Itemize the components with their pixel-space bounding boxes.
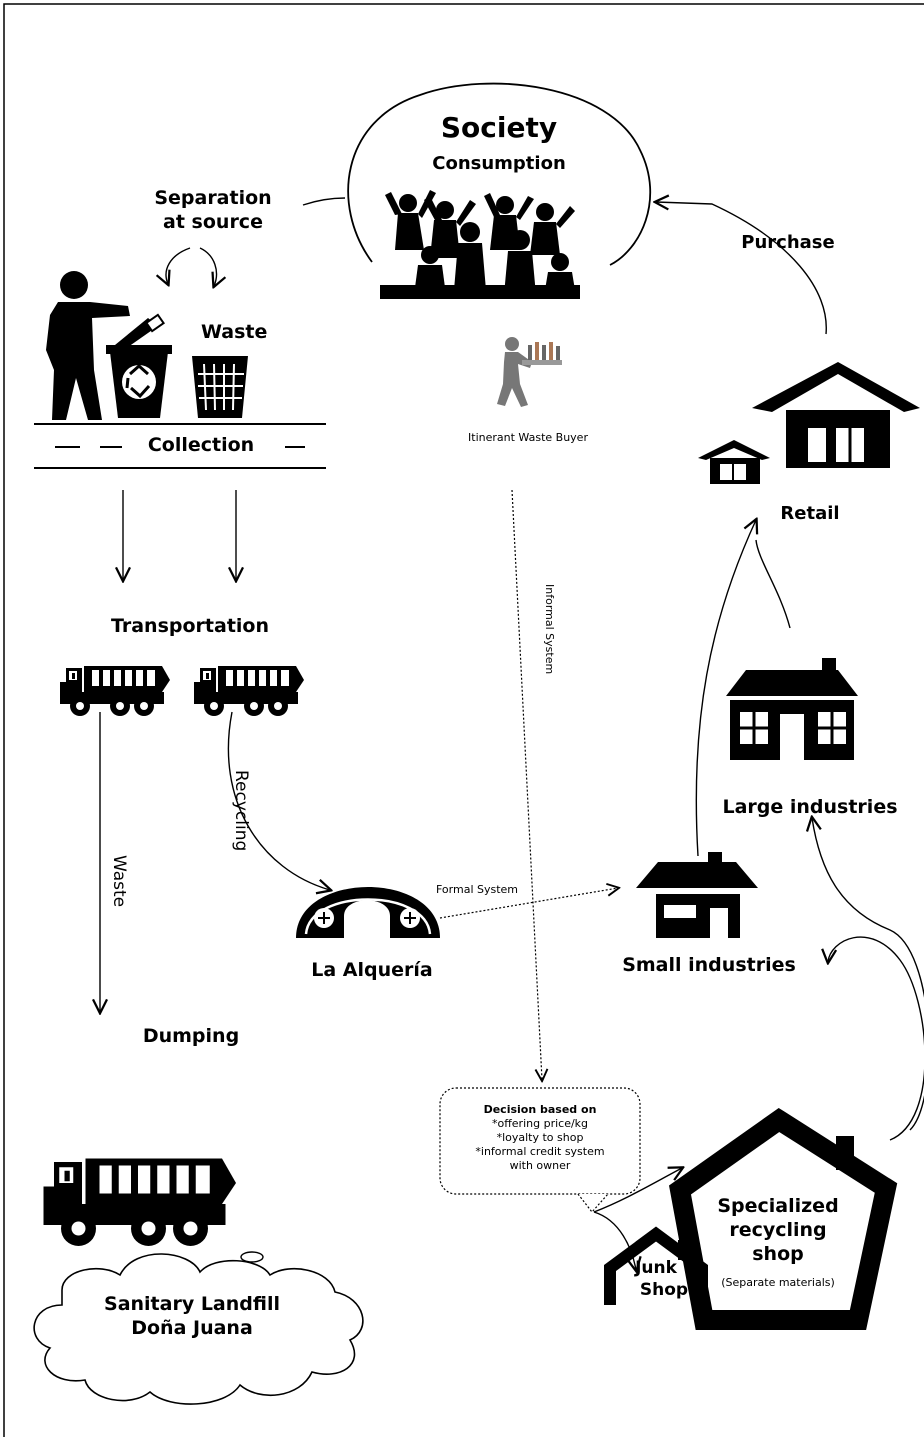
separation-label-line2: at source <box>163 211 263 233</box>
large-industries-label: Large industries <box>722 796 898 818</box>
workshop-icon <box>604 1226 708 1305</box>
specialized-label-line3: shop <box>752 1243 804 1265</box>
dump-truck-icon <box>43 1158 236 1246</box>
itinerant-buyer-label: Itinerant Waste Buyer <box>468 431 588 444</box>
society-label: Society <box>440 111 558 144</box>
consumption-label: Consumption <box>432 153 566 174</box>
transportation-label: Transportation <box>110 615 270 637</box>
specialized-label-line1: Specialized <box>717 1195 839 1217</box>
junk-shop-label-line1: Junk <box>635 1258 677 1278</box>
waste-bin-label: Waste <box>201 321 268 343</box>
factory-icon <box>636 852 758 938</box>
recycle-bin-icon <box>106 313 172 418</box>
retail-label: Retail <box>780 503 840 524</box>
decision-line: *offering price/kg <box>491 1117 589 1130</box>
junk-shop-label-line2: Shop <box>639 1280 689 1300</box>
purchase-label: Purchase <box>741 232 835 253</box>
decision-title: Decision based on <box>483 1103 597 1116</box>
waste-edge-label: Waste <box>109 855 129 908</box>
person-throwing-trash-icon <box>46 271 130 420</box>
formal-system-label: Formal System <box>436 883 519 896</box>
factory-icon <box>726 658 858 760</box>
specialized-label-line2: recycling <box>729 1219 827 1241</box>
people-crowd-icon <box>380 190 580 299</box>
decision-line: *informal credit system <box>475 1145 605 1158</box>
dumping-label: Dumping <box>142 1025 240 1047</box>
waste-bin-icon <box>192 356 248 418</box>
informal-system-label: Informal System <box>543 584 556 675</box>
landfill-label-line2: Doña Juana <box>131 1317 253 1339</box>
small-industries-label: Small industries <box>622 954 796 976</box>
dome-building-icon <box>296 887 440 938</box>
retail-house-icon <box>698 362 920 484</box>
separation-label-line1: Separation <box>154 187 272 209</box>
dump-truck-icon <box>194 666 304 716</box>
collection-label: Collection <box>147 434 255 456</box>
dump-truck-icon <box>60 666 170 716</box>
decision-line: *loyalty to shop <box>496 1131 584 1144</box>
la-alqueria-label: La Alquería <box>311 959 433 981</box>
decision-line: with owner <box>509 1159 571 1172</box>
separate-materials-label: (Separate materials) <box>721 1276 835 1289</box>
cloud-icon <box>33 1253 364 1405</box>
recycling-edge-label: Recycling <box>231 770 251 852</box>
waste-buyer-icon <box>497 337 562 407</box>
workshop-icon <box>669 1107 898 1330</box>
landfill-label-line1: Sanitary Landfill <box>104 1293 280 1315</box>
